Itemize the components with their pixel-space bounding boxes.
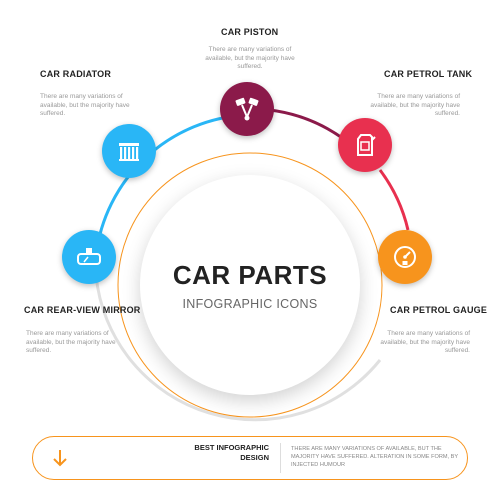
footer-description: THERE ARE MANY VARIATIONS OF AVAILABLE, …: [291, 446, 459, 468]
item-title: CAR PETROL TANK: [384, 69, 473, 79]
item-title: CAR PETROL GAUGE: [390, 305, 488, 315]
arrow-down-icon: [53, 450, 67, 467]
center-subtitle: INFOGRAPHIC ICONS: [182, 296, 318, 311]
node-petrol-gauge: [378, 230, 432, 284]
item-description: There are many variations of available, …: [380, 330, 470, 354]
footer-banner: BEST INFOGRAPHIC DESIGN THERE ARE MANY V…: [32, 436, 468, 480]
item-title: CAR PISTON: [221, 27, 279, 37]
node-radiator: [102, 124, 156, 178]
petrol-tank-icon: [357, 134, 376, 156]
item-title: CAR RADIATOR: [40, 69, 112, 79]
rear-view-mirror-icon: [77, 248, 101, 265]
outer-gray-arc: [94, 274, 382, 422]
item-description: There are many variations of available, …: [26, 330, 116, 354]
item-description: There are many variations of available, …: [370, 93, 460, 117]
item-description: There are many variations of available, …: [205, 46, 295, 70]
fuel-gauge-icon: [394, 246, 416, 268]
item-description: There are many variations of available, …: [40, 93, 130, 117]
outer-red-arc: [378, 169, 410, 231]
footer-title: BEST INFOGRAPHIC DESIGN: [194, 443, 269, 462]
outer-maroon-arc: [269, 108, 346, 142]
piston-icon: [235, 97, 259, 121]
node-piston: [220, 82, 274, 136]
node-petrol-tank: [338, 118, 392, 172]
inner-orange-ring: [117, 152, 383, 418]
item-title: CAR REAR-VIEW MIRROR: [24, 305, 141, 315]
radiator-icon: [119, 143, 139, 161]
node-rear-view-mirror: [62, 230, 116, 284]
center-disc: CAR PARTS INFOGRAPHIC ICONS: [140, 175, 360, 395]
center-title: CAR PARTS: [172, 259, 328, 290]
footer-divider: [280, 443, 281, 473]
